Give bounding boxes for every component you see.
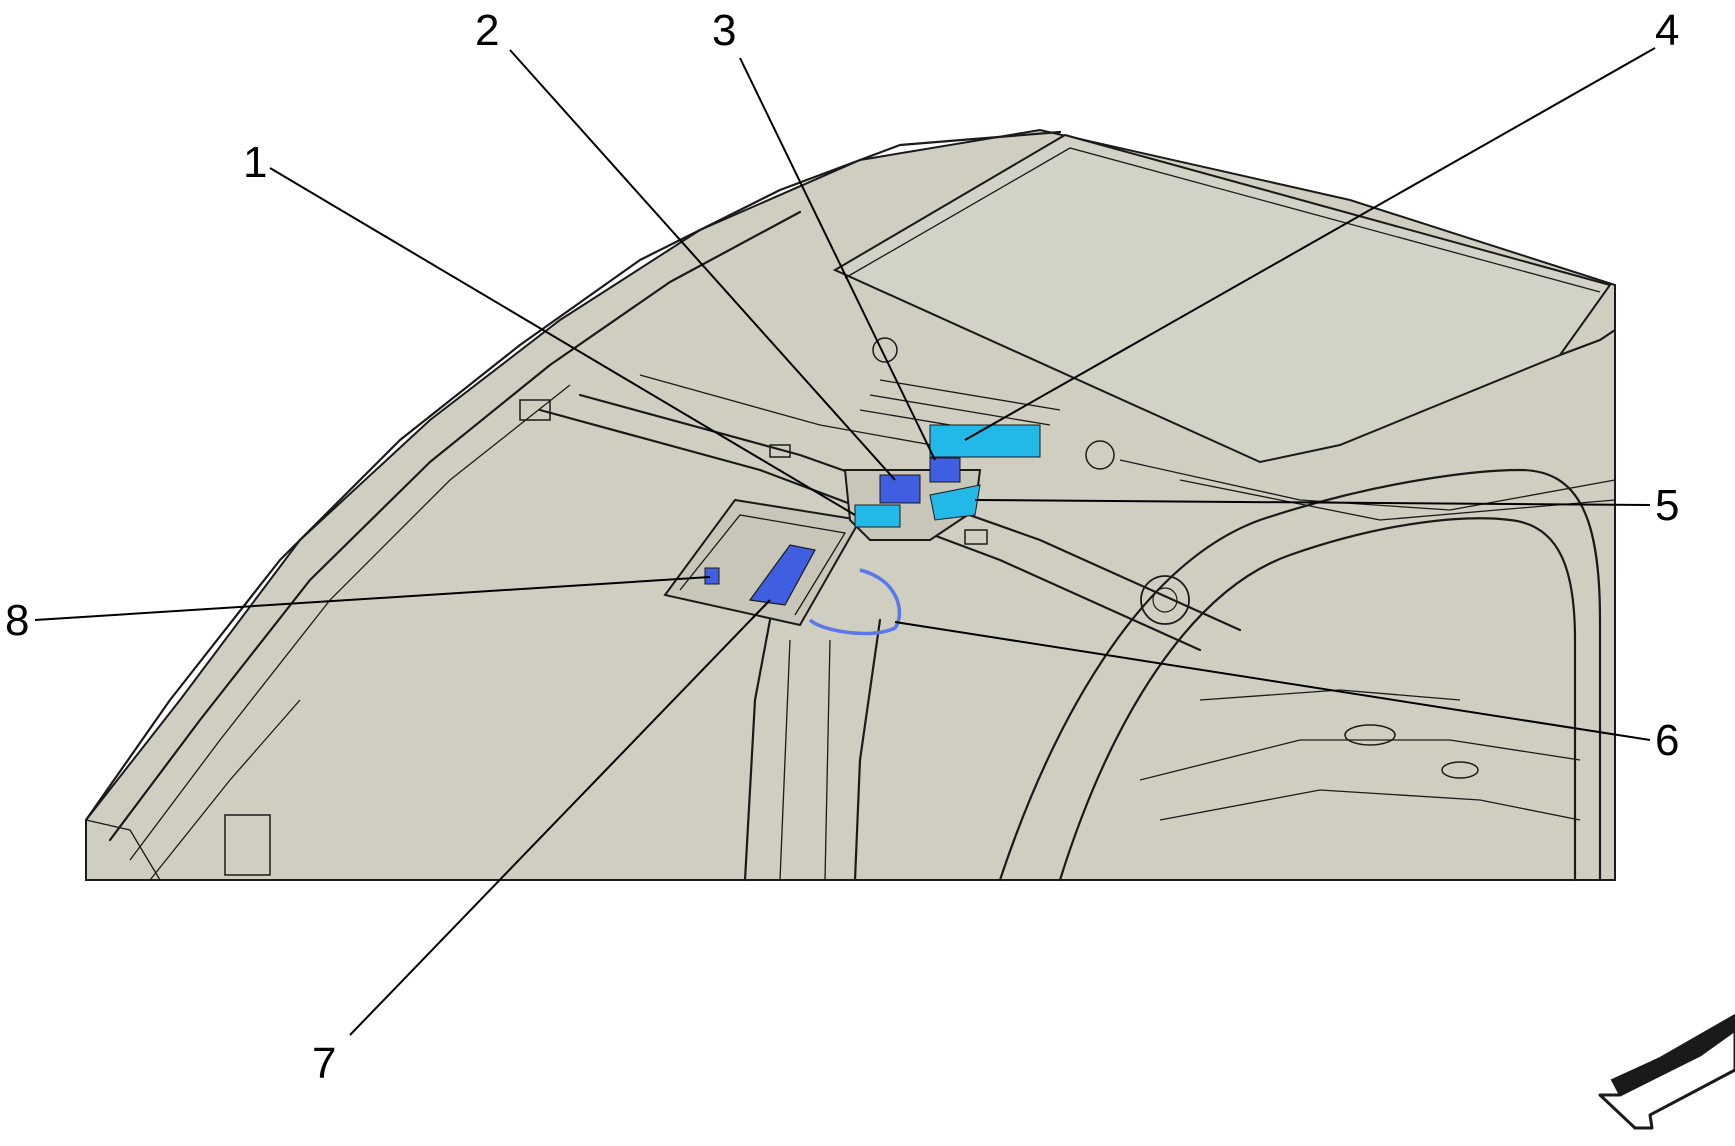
leader-lines [34, 47, 1656, 1036]
leader-5 [974, 499, 1651, 506]
component-7 [748, 544, 816, 606]
leader-6 [894, 621, 1651, 741]
component-6-wiring [808, 568, 902, 636]
callout-8: 8 [5, 596, 29, 645]
callout-6: 6 [1655, 716, 1679, 765]
forward-arrow-icon [1598, 1013, 1735, 1130]
callout-3: 3 [712, 6, 736, 55]
component-3 [929, 457, 961, 483]
leader-1 [269, 167, 856, 516]
callout-labels: 1 2 3 4 5 6 7 8 [5, 6, 1679, 1088]
callout-7: 7 [312, 1039, 336, 1088]
leader-4 [964, 47, 1656, 441]
component-5 [929, 484, 981, 521]
component-1 [854, 504, 901, 528]
highlighted-components [704, 424, 1041, 636]
callout-5: 5 [1655, 481, 1679, 530]
component-2 [879, 474, 921, 504]
leader-3 [739, 57, 936, 461]
component-8 [704, 567, 720, 585]
leader-2 [509, 49, 896, 481]
leader-7 [349, 599, 771, 1036]
component-4 [929, 424, 1041, 458]
callout-2: 2 [475, 6, 499, 55]
callout-4: 4 [1655, 6, 1679, 55]
leader-8 [34, 576, 711, 621]
callout-1: 1 [243, 138, 267, 187]
vehicle-body [84, 128, 1617, 882]
